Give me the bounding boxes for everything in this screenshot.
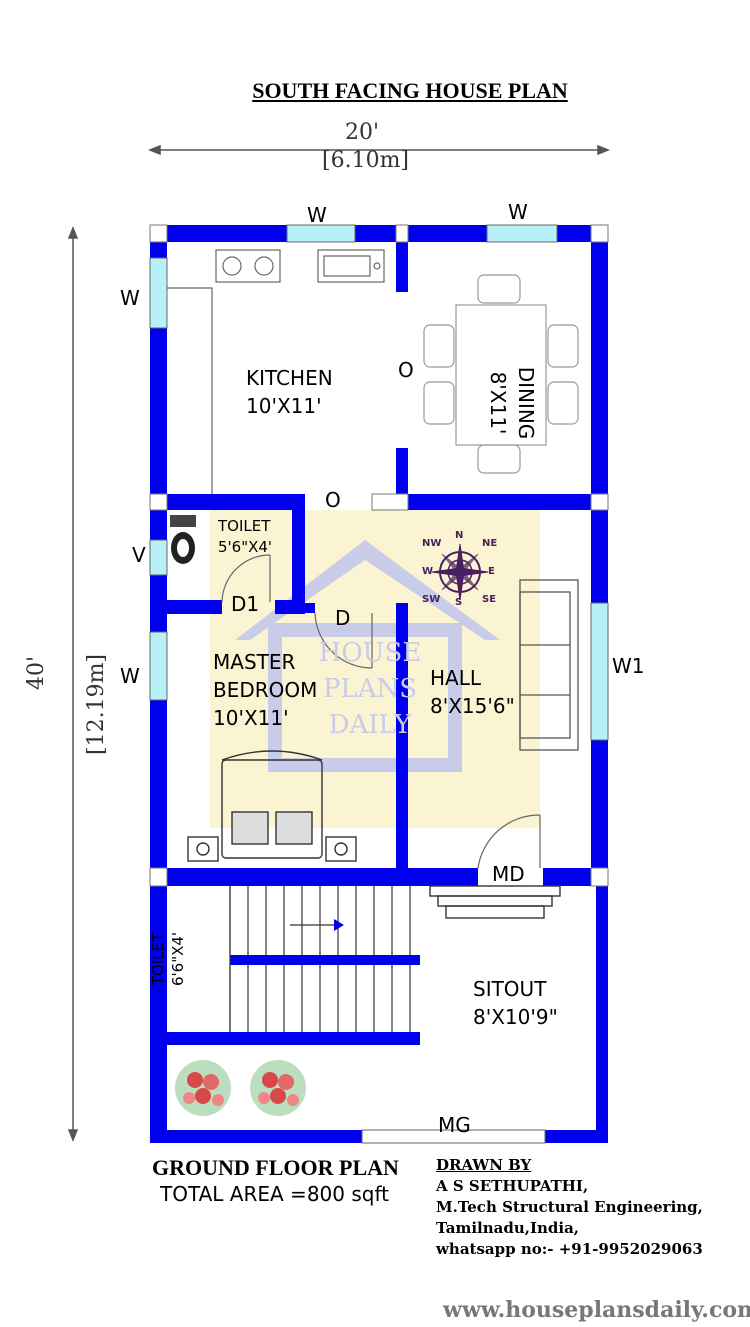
- staircase: [229, 886, 411, 1032]
- credits: DRAWN BY A S SETHUPATHI, M.Tech Structur…: [436, 1155, 703, 1260]
- compass-w: W: [422, 566, 434, 577]
- window-label-bedroom-left: W: [120, 664, 140, 688]
- door-label-bedroom: D: [335, 606, 351, 630]
- ventilator-label: V: [132, 543, 146, 567]
- compass-n: N: [455, 530, 464, 541]
- plan-title: SOUTH FACING HOUSE PLAN: [252, 78, 568, 103]
- compass-s: S: [455, 597, 463, 608]
- author-name: A S SETHUPATHI,: [436, 1177, 589, 1195]
- compass-se: SE: [482, 594, 497, 605]
- total-area: TOTAL AREA =800 sqft: [160, 1182, 389, 1206]
- kitchen-counter: [167, 249, 385, 494]
- master-bedroom-label: MASTER BEDROOM 10'X11': [213, 650, 318, 730]
- toilet-1-label: TOILET 5'6"X4': [218, 517, 273, 556]
- author-qualification: M.Tech Structural Engineering,: [436, 1198, 703, 1216]
- compass-ne: NE: [482, 538, 498, 549]
- door-swings: [221, 554, 541, 869]
- window-label-dining-top: W: [508, 200, 528, 224]
- length-meters-label: [12.19m]: [84, 653, 109, 755]
- sitout-label: SITOUT 8'X10'9": [473, 977, 558, 1029]
- author-contact: whatsapp no:- +91-9952029063: [436, 1240, 703, 1258]
- compass-e: E: [488, 566, 495, 577]
- window-label-hall: W1: [612, 654, 645, 678]
- kitchen-label: KITCHEN 10'X11': [246, 366, 333, 418]
- hall-label: HALL 8'X15'6": [430, 666, 515, 718]
- toilet-2-label: TOILET 6'6"X4': [149, 931, 187, 986]
- width-meters-label: [6.10m]: [322, 148, 410, 173]
- main-door-label: MD: [492, 862, 525, 886]
- opening-label-kitchen-hall: O: [325, 488, 341, 512]
- website-url[interactable]: www.houseplansdaily.com: [443, 1297, 750, 1323]
- dining-table: [423, 274, 579, 474]
- length-feet-label: 40': [24, 655, 49, 690]
- width-feet-label: 20': [345, 120, 380, 145]
- watermark-text: HOUSE PLANS DAILY: [318, 638, 422, 740]
- sofa: [519, 579, 579, 751]
- plants: [175, 1060, 306, 1116]
- length-dimension-line: [67, 225, 79, 1143]
- column-corners: [149, 224, 609, 887]
- windows: [149, 224, 609, 1144]
- opening-label-kitchen-dining: O: [398, 358, 414, 382]
- author-location: Tamilnadu,India,: [436, 1219, 580, 1237]
- compass-nw: NW: [422, 538, 442, 549]
- entrance-steps: [429, 885, 561, 919]
- door-label-toilet: D1: [231, 592, 260, 616]
- dining-label: DINING 8'X11': [486, 366, 538, 440]
- window-label-kitchen-top: W: [307, 203, 327, 227]
- width-dimension-line: [147, 144, 611, 156]
- drawn-by-label: DRAWN BY: [436, 1156, 532, 1174]
- ground-floor-plan-title: GROUND FLOOR PLAN: [152, 1155, 399, 1180]
- bed: [187, 750, 357, 862]
- watermark: [210, 510, 540, 828]
- compass-rose: [431, 543, 489, 601]
- window-label-kitchen-left: W: [120, 286, 140, 310]
- main-gate-label: MG: [438, 1113, 471, 1137]
- compass-sw: SW: [422, 594, 441, 605]
- toilet-fixture: [170, 515, 196, 564]
